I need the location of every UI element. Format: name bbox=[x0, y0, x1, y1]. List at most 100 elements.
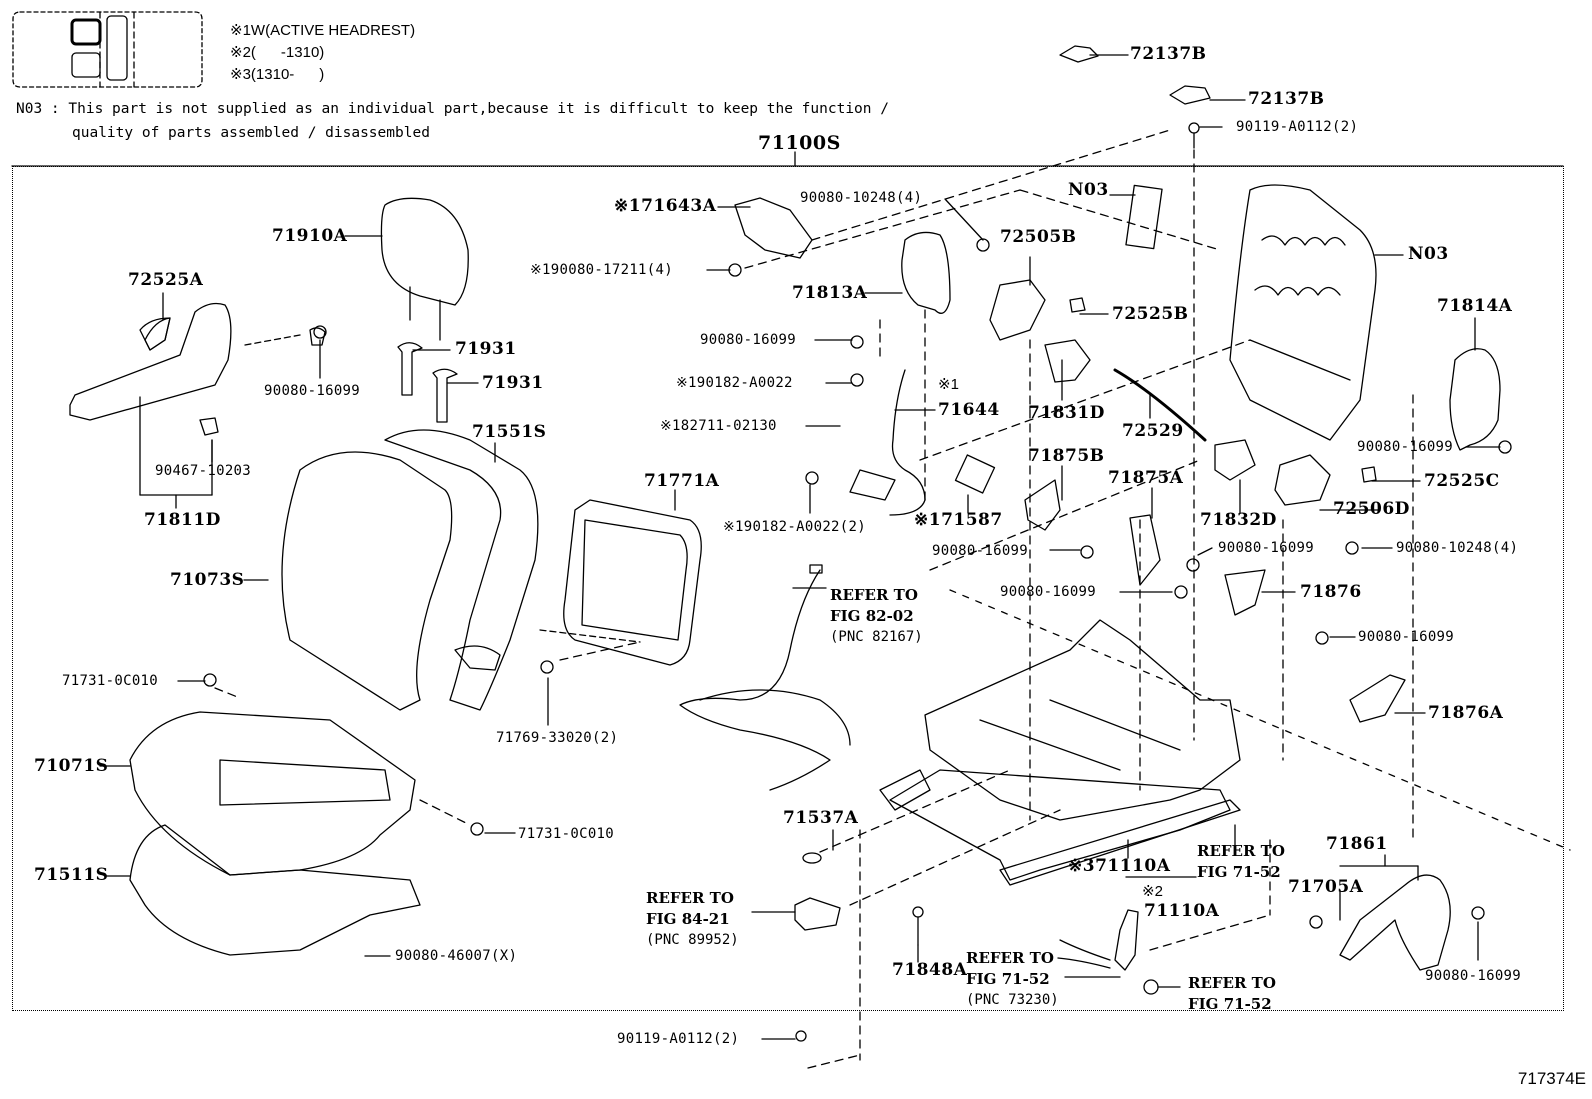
part-label[interactable]: 71771A bbox=[644, 471, 720, 491]
part-label[interactable]: 90080-16099 bbox=[1358, 629, 1455, 645]
legend-note-2-text: ( -1310) bbox=[250, 44, 325, 61]
part-label[interactable]: ※190080-17211(4) bbox=[530, 262, 673, 278]
wire-harness bbox=[679, 564, 851, 791]
ref-line: REFER TO bbox=[830, 586, 918, 604]
n03-note-line2: quality of parts assembled / disassemble… bbox=[72, 125, 430, 141]
part-label[interactable]: N03 bbox=[1068, 180, 1109, 200]
ref-line: REFER TO bbox=[966, 949, 1054, 967]
refer-to-fig-71-52-pnc-73230[interactable]: REFER TO FIG 71-52 (PNC 73230) bbox=[966, 948, 1059, 1011]
part-label[interactable]: 71705A bbox=[1288, 877, 1364, 897]
seat-base-frame bbox=[879, 619, 1241, 886]
ref-line: REFER TO bbox=[1197, 842, 1285, 860]
part-label[interactable]: 71537A bbox=[783, 808, 859, 828]
part-label[interactable]: 90080-16099 bbox=[1357, 439, 1454, 455]
part-label[interactable]: 72525B bbox=[1112, 304, 1189, 324]
part-note-mark: ※1 bbox=[938, 376, 959, 393]
leader-lines bbox=[99, 54, 1501, 1040]
legend-note-1-mark: ※1 bbox=[230, 22, 251, 39]
part-label[interactable]: 71551S bbox=[472, 422, 547, 442]
part-label[interactable]: 71814A bbox=[1437, 296, 1513, 316]
legend-note-3-mark: ※3 bbox=[230, 66, 251, 83]
ref-line: FIG 71-52 bbox=[966, 970, 1050, 988]
part-label[interactable]: 71071S bbox=[34, 756, 109, 776]
part-label[interactable]: 71875B bbox=[1028, 446, 1105, 466]
ref-line: FIG 82-02 bbox=[830, 607, 914, 625]
ref-line: FIG 71-52 bbox=[1197, 863, 1281, 881]
ref-line: FIG 84-21 bbox=[646, 910, 730, 928]
refer-to-fig-71-52[interactable]: REFER TO FIG 71-52 bbox=[1197, 841, 1285, 883]
part-label[interactable]: 71931 bbox=[455, 339, 517, 359]
part-label[interactable]: 71769-33020(2) bbox=[496, 730, 619, 746]
part-label[interactable]: 90080-10248(4) bbox=[1396, 540, 1519, 556]
part-note-mark: ※2 bbox=[1142, 883, 1163, 900]
headrest-71814a bbox=[1449, 348, 1501, 451]
part-label[interactable]: 72137B bbox=[1248, 89, 1325, 109]
part-label[interactable]: 90080-16099 bbox=[700, 332, 797, 348]
part-label[interactable]: 71731-0C010 bbox=[518, 826, 615, 842]
part-label[interactable]: 72529 bbox=[1122, 421, 1184, 441]
seatback-frame-71771a bbox=[539, 499, 702, 666]
ref-line: REFER TO bbox=[1188, 974, 1276, 992]
part-label[interactable]: 90080-10248(4) bbox=[800, 190, 923, 206]
part-label[interactable]: 71073S bbox=[170, 570, 245, 590]
part-label[interactable]: 90080-16099 bbox=[1000, 584, 1097, 600]
part-label[interactable]: 71876A bbox=[1428, 703, 1504, 723]
clips-72137b bbox=[1059, 45, 1211, 105]
ref-pnc: (PNC 82167) bbox=[830, 629, 923, 645]
part-label[interactable]: ※371110A bbox=[1068, 856, 1171, 876]
part-label[interactable]: 71910A bbox=[272, 226, 348, 246]
part-label[interactable]: 71511S bbox=[34, 865, 109, 885]
part-label[interactable]: 72525A bbox=[128, 270, 204, 290]
guide-lines bbox=[214, 129, 1571, 1069]
vehicle-seat-layout-icon bbox=[12, 11, 203, 88]
part-label[interactable]: N03 bbox=[1408, 244, 1449, 264]
part-label[interactable]: ※190182-A0022 bbox=[676, 375, 793, 391]
headrest-support-71931 bbox=[397, 342, 458, 423]
release-cable-71644 bbox=[849, 369, 996, 516]
part-label[interactable]: 72506D bbox=[1333, 499, 1410, 519]
legend-note-2-mark: ※2 bbox=[230, 44, 251, 61]
part-label[interactable]: 71644 bbox=[938, 400, 1000, 420]
part-label[interactable]: ※182711-02130 bbox=[660, 418, 777, 434]
part-label[interactable]: 90080-46007(X) bbox=[395, 948, 518, 964]
part-label[interactable]: 90119-A0112(2) bbox=[617, 1031, 740, 1047]
legend-notes: ※1W(ACTIVE HEADREST) ※2( -1310) ※3(1310-… bbox=[230, 20, 415, 86]
part-label[interactable]: 90080-16099 bbox=[1425, 968, 1522, 984]
seatback-cover-71073s bbox=[281, 429, 539, 711]
part-label[interactable]: 71813A bbox=[792, 283, 868, 303]
part-label[interactable]: 72137B bbox=[1130, 44, 1207, 64]
headrest-71910a bbox=[380, 197, 469, 341]
part-label[interactable]: 71876 bbox=[1300, 582, 1362, 602]
part-label[interactable]: 71731-0C010 bbox=[62, 673, 159, 689]
ref-pnc: (PNC 89952) bbox=[646, 932, 739, 948]
part-label[interactable]: 71831D bbox=[1028, 403, 1105, 423]
part-label[interactable]: 71861 bbox=[1326, 834, 1388, 854]
part-label[interactable]: 72505B bbox=[1000, 227, 1077, 247]
legend-note-1-text: W(ACTIVE HEADREST) bbox=[250, 22, 416, 39]
assembly-label-71100s[interactable]: 71100S bbox=[758, 132, 841, 154]
part-label[interactable]: 90119-A0112(2) bbox=[1236, 119, 1359, 135]
part-label[interactable]: 90080-16099 bbox=[1218, 540, 1315, 556]
part-label[interactable]: ※190182-A0022(2) bbox=[723, 519, 866, 535]
power-seat-switch bbox=[794, 897, 841, 931]
part-label[interactable]: 90080-16099 bbox=[932, 543, 1029, 559]
part-label[interactable]: 71931 bbox=[482, 373, 544, 393]
part-label[interactable]: 90467-10203 bbox=[155, 463, 252, 479]
part-label[interactable]: 90080-16099 bbox=[264, 383, 361, 399]
brackets bbox=[139, 197, 1406, 723]
refer-to-fig-71-52[interactable]: REFER TO FIG 71-52 bbox=[1188, 973, 1276, 1015]
refer-to-fig-84-21[interactable]: REFER TO FIG 84-21 (PNC 89952) bbox=[646, 888, 739, 951]
seat-cushion-71071s bbox=[129, 711, 421, 956]
part-label[interactable]: 71811D bbox=[144, 510, 221, 530]
part-label[interactable]: 72525C bbox=[1424, 471, 1500, 491]
part-label[interactable]: 71848A bbox=[892, 960, 968, 980]
refer-to-fig-82-02[interactable]: REFER TO FIG 82-02 (PNC 82167) bbox=[830, 585, 923, 648]
part-label[interactable]: 71110A bbox=[1144, 901, 1220, 921]
ref-line: REFER TO bbox=[646, 889, 734, 907]
part-label[interactable]: ※171587 bbox=[914, 510, 1003, 530]
side-cover-71861 bbox=[1339, 874, 1451, 971]
part-label[interactable]: ※171643A bbox=[614, 196, 717, 216]
part-label[interactable]: 71875A bbox=[1108, 468, 1184, 488]
part-label[interactable]: 71832D bbox=[1200, 510, 1277, 530]
